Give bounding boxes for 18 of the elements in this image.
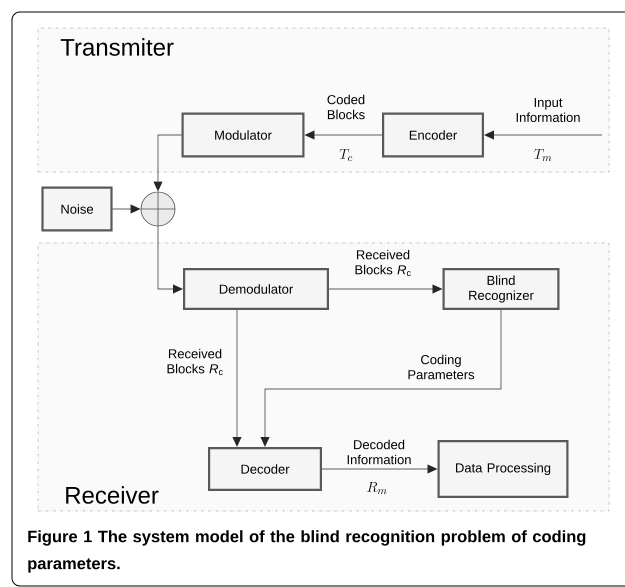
symbol-label: $T_m$ [534, 149, 552, 162]
symbol-label: $R_m$ [367, 482, 387, 494]
process-box: Modulator [182, 112, 304, 158]
process-box: Demodulator [183, 268, 329, 310]
edge-label: Received Blocks R$_{c}$ [356, 250, 411, 276]
edge-label: Input Information [516, 98, 580, 122]
process-box: Data Processing [438, 440, 568, 498]
process-box: Blind Recognizer [442, 268, 560, 310]
process-box: Decoder [208, 447, 322, 491]
process-box: Noise [41, 186, 113, 232]
edge-label: Coded Blocks [328, 94, 365, 120]
summing-junction [140, 192, 176, 226]
edge-label: Decoded Information [348, 440, 411, 464]
caption: Figure 1 The system model of the blind recognition problem of coding parameters. [28, 530, 586, 573]
edge-label: Coding Parameters [408, 354, 474, 380]
symbol-label: $T_c$ [340, 149, 352, 162]
process-box: Encoder [382, 112, 484, 158]
edge-label: Received Blocks R$_{c}$ [168, 348, 223, 376]
